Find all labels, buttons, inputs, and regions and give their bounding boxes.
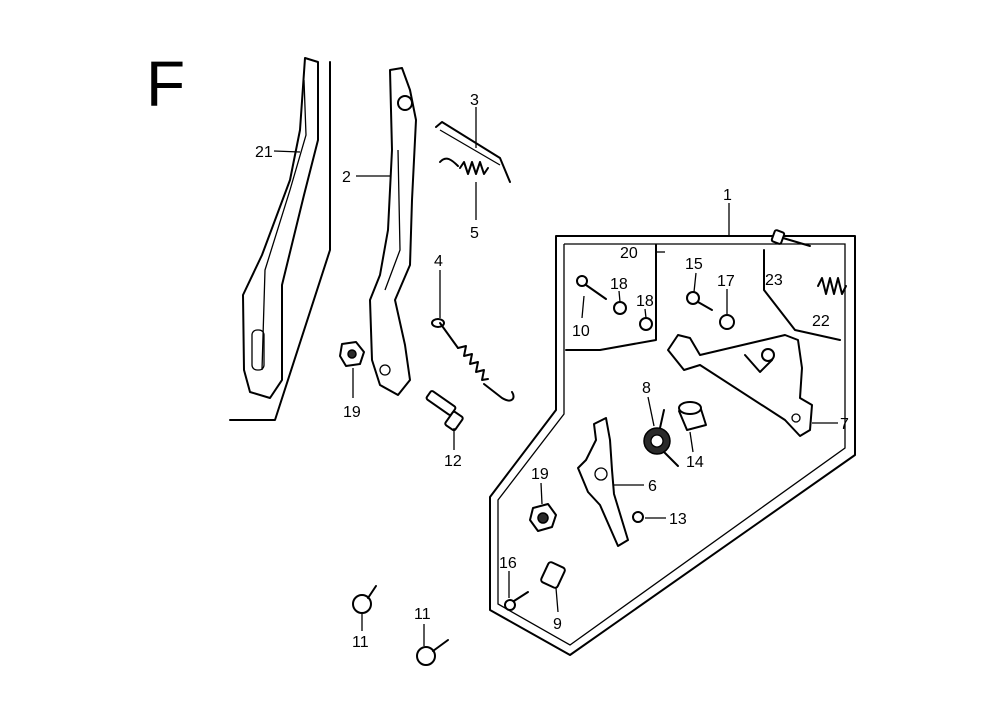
callouts: 21 2 3 5 4 19 12 1 20 15 17 23 22 18 18 … bbox=[255, 92, 849, 651]
callout-20: 20 bbox=[620, 245, 638, 262]
spring-part-4 bbox=[431, 318, 515, 402]
bolt-part-11-a bbox=[352, 585, 377, 614]
lever-part-2 bbox=[369, 67, 417, 396]
subgroup-box-part-20 bbox=[565, 244, 841, 351]
callout-6: 6 bbox=[648, 478, 657, 495]
callout-2: 2 bbox=[342, 169, 351, 186]
spring-part-5 bbox=[439, 157, 489, 175]
bolt-part-10 bbox=[576, 275, 607, 300]
washer-part-17 bbox=[719, 314, 735, 330]
bracket-part-7 bbox=[667, 334, 813, 437]
lever-part-6 bbox=[577, 417, 629, 547]
bolt-part-12 bbox=[425, 390, 464, 432]
rod-part-3 bbox=[435, 121, 511, 183]
section-letter: F bbox=[146, 48, 185, 120]
callout-11-b: 11 bbox=[414, 606, 431, 623]
bolt-part-23 bbox=[770, 229, 811, 247]
callout-14: 14 bbox=[686, 454, 704, 471]
callout-11-a: 11 bbox=[352, 634, 369, 651]
bolt-part-11-b bbox=[416, 639, 449, 666]
callout-12: 12 bbox=[444, 453, 462, 470]
spring-part-22 bbox=[817, 277, 847, 295]
bolt-part-15 bbox=[686, 291, 713, 311]
callout-22: 22 bbox=[812, 313, 830, 330]
callout-18-a: 18 bbox=[610, 276, 628, 293]
assembly-boundary-part-1 bbox=[489, 235, 856, 656]
nut-part-19-right bbox=[529, 503, 557, 532]
callout-21: 21 bbox=[255, 144, 273, 161]
callout-8: 8 bbox=[642, 380, 651, 397]
callout-10: 10 bbox=[572, 323, 590, 340]
washer-part-13 bbox=[632, 511, 644, 523]
lever-part-21 bbox=[242, 57, 319, 399]
callout-5: 5 bbox=[470, 225, 479, 242]
leader-lines bbox=[273, 107, 838, 646]
callout-13: 13 bbox=[669, 511, 687, 528]
callout-1: 1 bbox=[723, 187, 732, 204]
collar-part-14 bbox=[678, 401, 707, 431]
callout-19-left: 19 bbox=[343, 404, 361, 421]
nut-part-19-left bbox=[339, 341, 365, 367]
bolt-part-16 bbox=[504, 591, 529, 611]
callout-9: 9 bbox=[553, 616, 562, 633]
callout-17: 17 bbox=[717, 273, 735, 290]
callout-19-right: 19 bbox=[531, 466, 549, 483]
stud-part-9 bbox=[540, 561, 566, 589]
nut-part-18-b bbox=[639, 317, 653, 331]
callout-15: 15 bbox=[685, 256, 703, 273]
callout-7: 7 bbox=[840, 416, 849, 433]
group-bracket-left bbox=[229, 61, 331, 421]
spring-part-8 bbox=[643, 409, 679, 467]
callout-3: 3 bbox=[470, 92, 479, 109]
callout-18-b: 18 bbox=[636, 293, 654, 310]
callout-16: 16 bbox=[499, 555, 517, 572]
callout-23: 23 bbox=[765, 272, 783, 289]
nut-part-18-a bbox=[613, 301, 627, 315]
callout-4: 4 bbox=[434, 253, 443, 270]
